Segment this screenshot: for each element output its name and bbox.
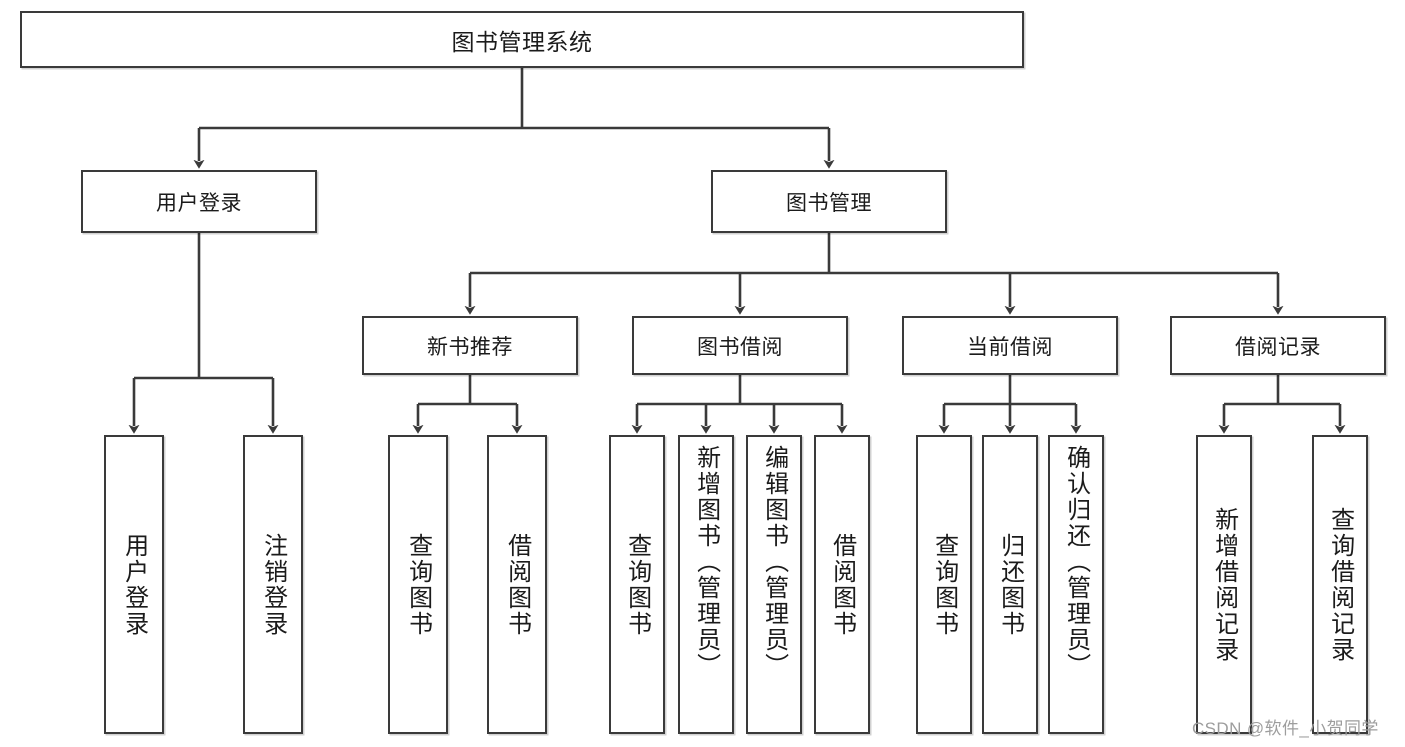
node-leaf-user-login[interactable]: 用户登录 xyxy=(104,435,164,734)
node-book-borrow-label: 图书借阅 xyxy=(697,335,783,359)
node-leaf-query-book-rec-label: 查询图书 xyxy=(404,532,432,637)
node-leaf-confirm-return-admin[interactable]: 确认归还（管理员） xyxy=(1048,435,1104,734)
node-root-label: 图书管理系统 xyxy=(451,28,593,55)
node-leaf-confirm-return-admin-label: 确认归还（管理员） xyxy=(1062,445,1090,679)
node-current-borrow-label: 当前借阅 xyxy=(967,335,1053,359)
node-leaf-query-book-rec[interactable]: 查询图书 xyxy=(388,435,448,734)
node-new-book-rec-label: 新书推荐 xyxy=(427,335,513,359)
node-leaf-add-borrow-record[interactable]: 新增借阅记录 xyxy=(1196,435,1252,734)
node-leaf-user-logout-label: 注销登录 xyxy=(259,532,287,637)
node-leaf-borrow-book[interactable]: 借阅图书 xyxy=(814,435,870,734)
node-leaf-query-borrow-record-label: 查询借阅记录 xyxy=(1326,506,1354,663)
node-leaf-borrow-book-label: 借阅图书 xyxy=(828,532,856,637)
node-new-book-rec[interactable]: 新书推荐 xyxy=(362,316,578,375)
node-leaf-return-book[interactable]: 归还图书 xyxy=(982,435,1038,734)
node-leaf-edit-book-admin[interactable]: 编辑图书（管理员） xyxy=(746,435,802,734)
node-book-borrow[interactable]: 图书借阅 xyxy=(632,316,848,375)
node-leaf-add-book-admin-label: 新增图书（管理员） xyxy=(692,445,720,679)
node-leaf-user-logout[interactable]: 注销登录 xyxy=(243,435,303,734)
node-book-manage[interactable]: 图书管理 xyxy=(711,170,947,233)
node-leaf-edit-book-admin-label: 编辑图书（管理员） xyxy=(760,445,788,679)
node-leaf-query-book-current-label: 查询图书 xyxy=(930,532,958,637)
node-current-borrow[interactable]: 当前借阅 xyxy=(902,316,1118,375)
node-leaf-borrow-book-rec-label: 借阅图书 xyxy=(503,532,531,637)
node-leaf-return-book-label: 归还图书 xyxy=(996,532,1024,637)
node-user-login[interactable]: 用户登录 xyxy=(81,170,317,233)
node-leaf-query-book-current[interactable]: 查询图书 xyxy=(916,435,972,734)
node-borrow-record-label: 借阅记录 xyxy=(1235,335,1321,359)
node-book-manage-label: 图书管理 xyxy=(786,191,872,215)
node-leaf-borrow-book-rec[interactable]: 借阅图书 xyxy=(487,435,547,734)
node-borrow-record[interactable]: 借阅记录 xyxy=(1170,316,1386,375)
node-leaf-query-book-borrow[interactable]: 查询图书 xyxy=(609,435,665,734)
node-root[interactable]: 图书管理系统 xyxy=(20,11,1024,68)
csdn-watermark: CSDN @软件_小贺同学 xyxy=(1192,719,1379,738)
node-leaf-query-borrow-record[interactable]: 查询借阅记录 xyxy=(1312,435,1368,734)
node-leaf-add-book-admin[interactable]: 新增图书（管理员） xyxy=(678,435,734,734)
node-leaf-query-book-borrow-label: 查询图书 xyxy=(623,532,651,637)
node-leaf-user-login-label: 用户登录 xyxy=(120,532,148,637)
node-user-login-label: 用户登录 xyxy=(156,191,242,215)
node-leaf-add-borrow-record-label: 新增借阅记录 xyxy=(1210,506,1238,663)
